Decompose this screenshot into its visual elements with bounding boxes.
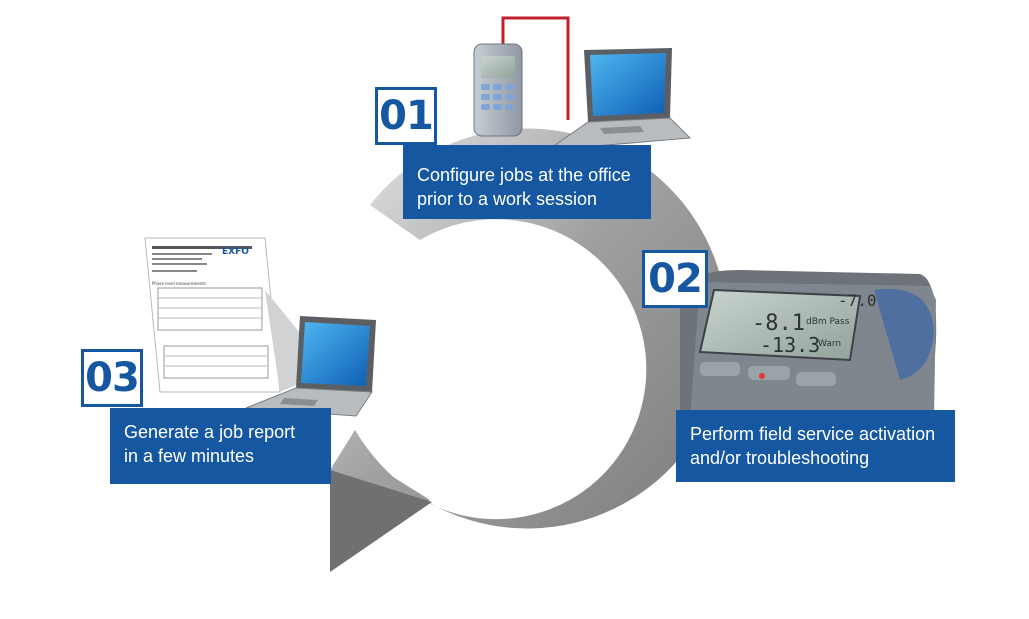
display-line2: -8.1: [752, 311, 805, 336]
step-01-line2: prior to a work session: [417, 189, 598, 209]
display-pass-label: dBm Pass: [806, 317, 850, 327]
display-line3: -13.3: [760, 333, 820, 357]
step-03-line1: Generate a job report: [124, 422, 296, 442]
step-03-number: 03: [81, 349, 143, 407]
laptop-icon: [546, 48, 692, 151]
step-01-number: 01: [375, 87, 437, 145]
report-section: Phase level measurements: [152, 281, 206, 286]
step-02-description: Perform field service activation and/or …: [676, 410, 955, 482]
step-03-description: Generate a job report in a few minutes: [110, 408, 331, 484]
step-02-line2: and/or troubleshooting: [690, 448, 870, 468]
report-document-icon: EXFO Phase level measurements: [144, 237, 330, 393]
step-01-description: Configure jobs at the office prior to a …: [403, 145, 651, 219]
step-02-line1: Perform field service activation: [690, 424, 936, 444]
step-01-line1: Configure jobs at the office: [417, 165, 631, 185]
display-warn-label: Warn: [818, 339, 841, 349]
step-02-number: 02: [642, 250, 708, 308]
power-meter-icon: [473, 16, 570, 137]
display-line1: -7.0: [838, 291, 877, 310]
step-03-line2: in a few minutes: [124, 446, 255, 466]
report-logo: EXFO: [222, 247, 249, 257]
cycle-arrow-icon: [330, 128, 728, 572]
meter-closeup: -7.0 -8.1 -13.3 dBm Pass Warn: [680, 270, 937, 430]
